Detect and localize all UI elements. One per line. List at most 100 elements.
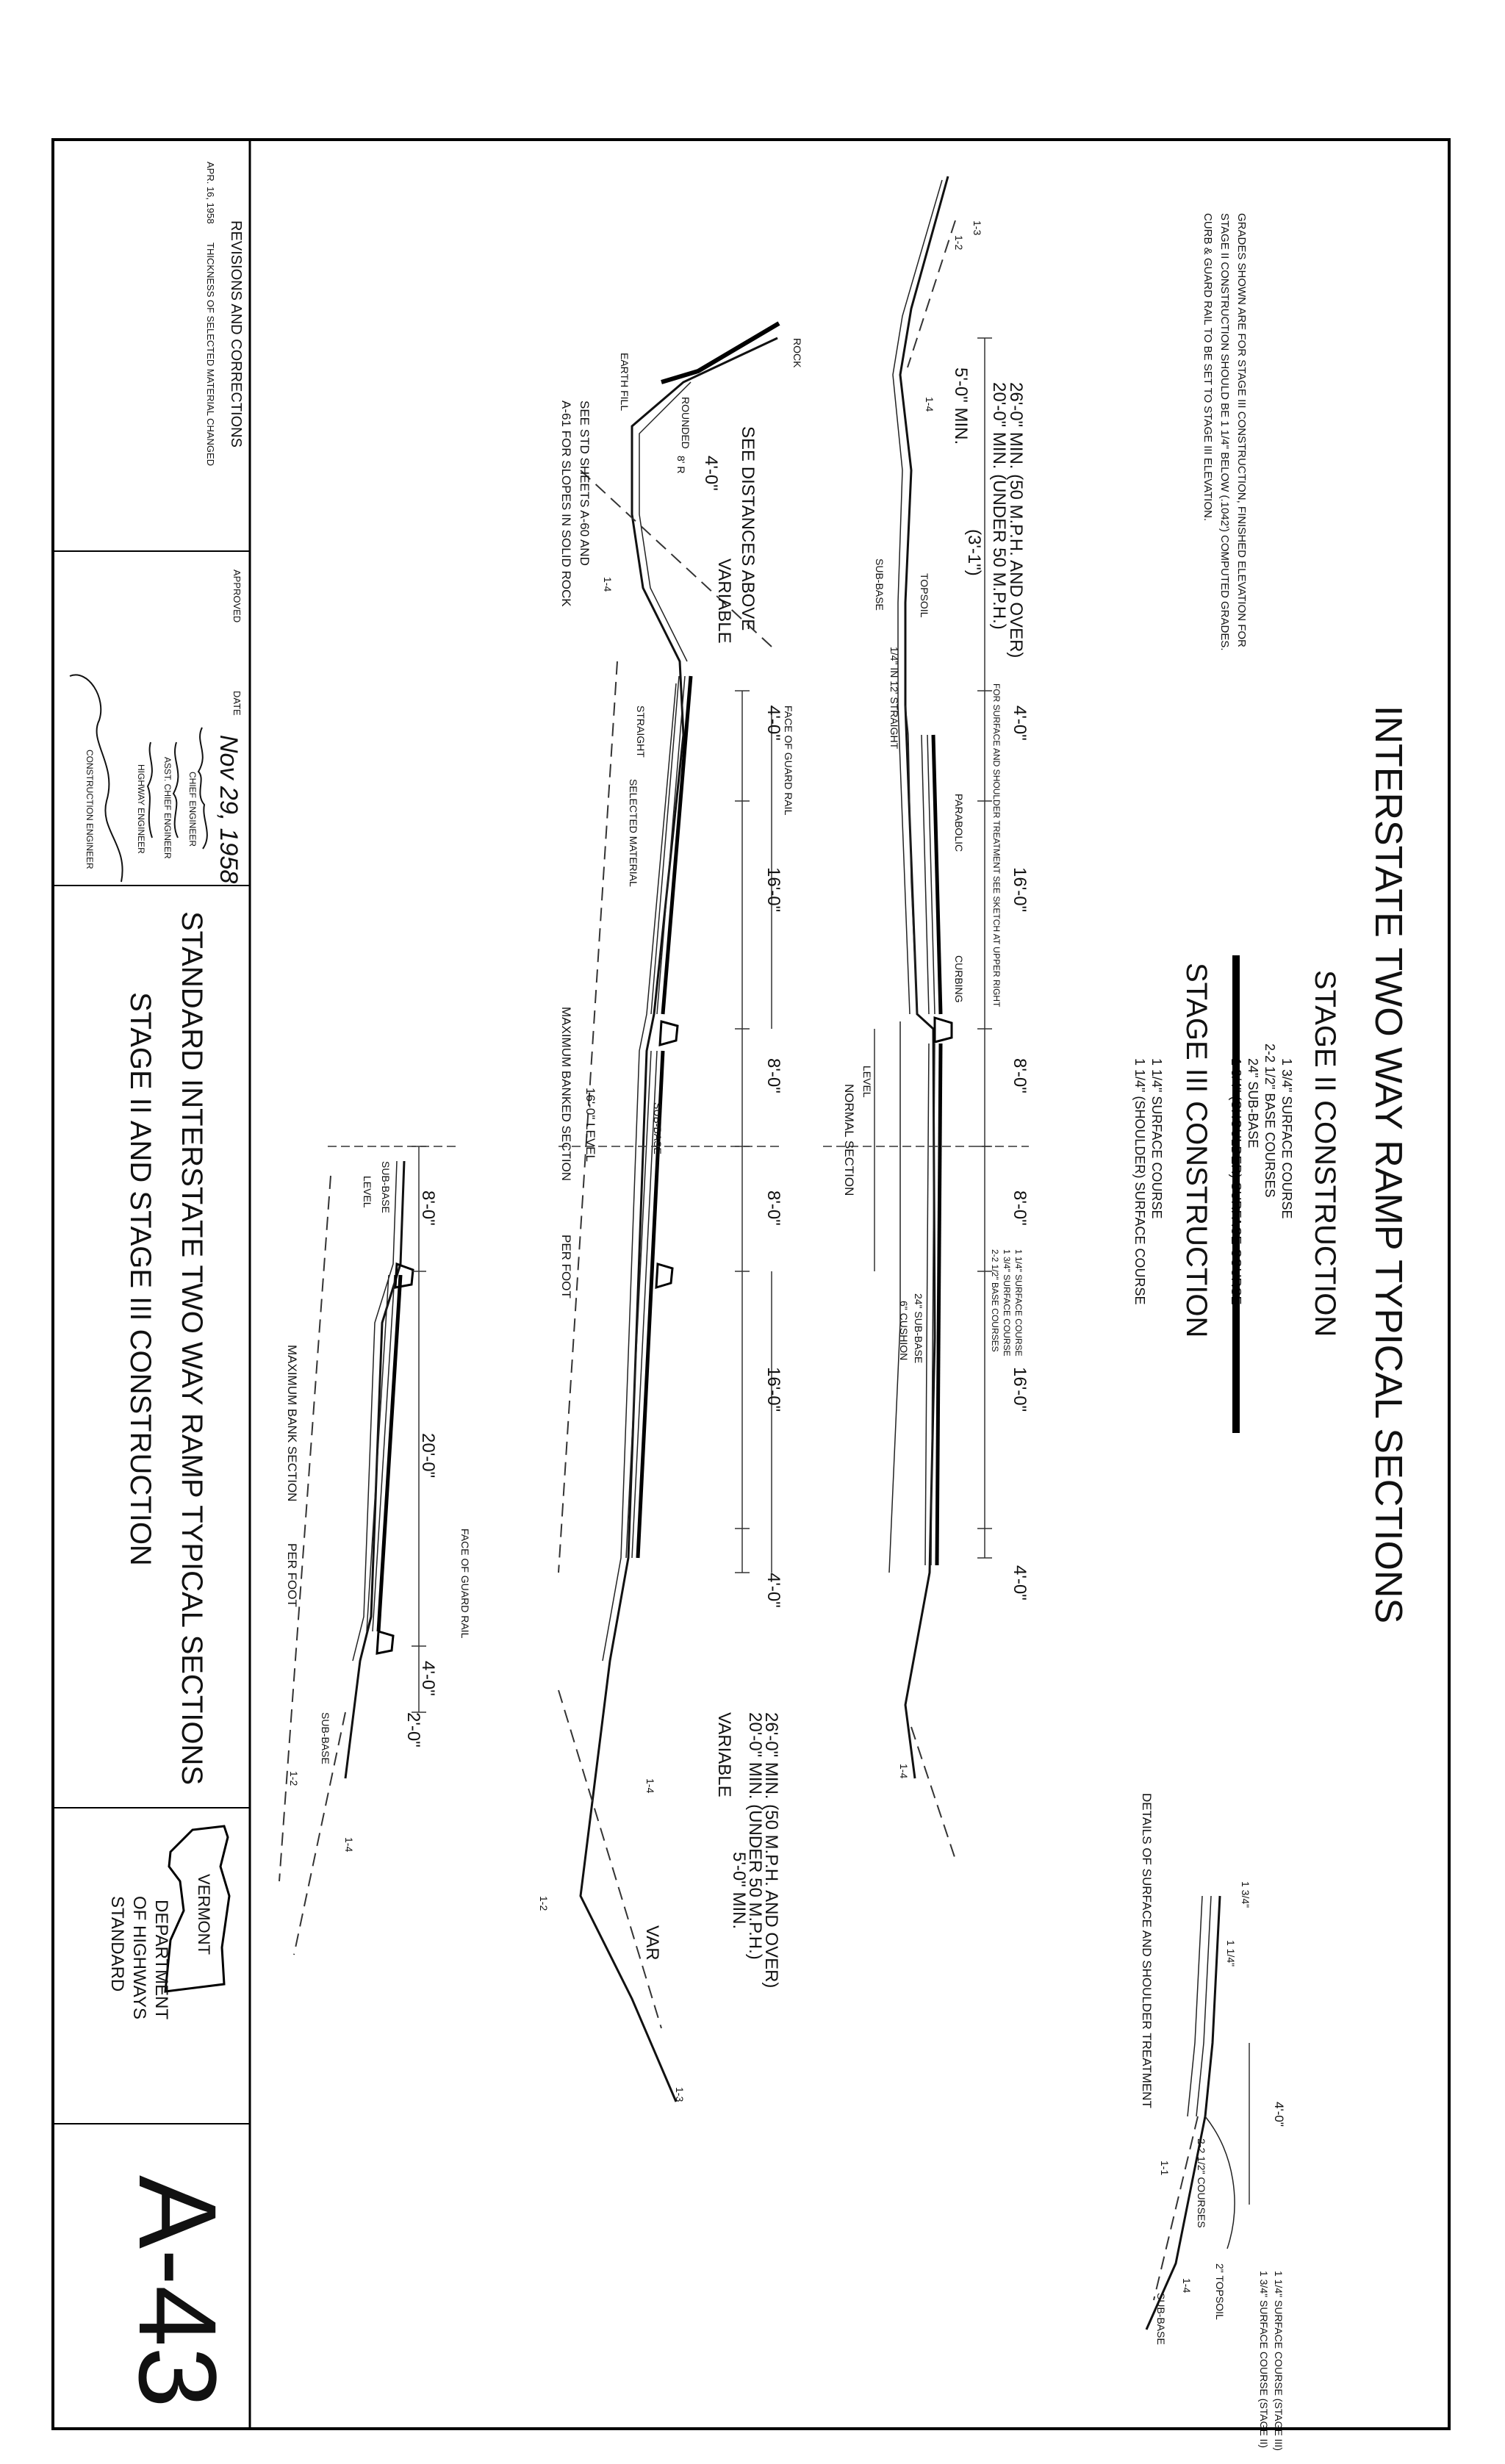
bank-note-level: LEVEL xyxy=(362,1176,373,1208)
bank-note-guard-rail: FACE OF GUARD RAIL xyxy=(459,1529,471,1639)
department-line-1: DEPARTMENT xyxy=(151,1900,171,2019)
banked-section-label: MAXIMUM BANKED SECTION xyxy=(559,1007,573,1181)
bank-slope-1-4: 1-4 xyxy=(343,1837,355,1852)
details-note-125: 1 1/4" xyxy=(1225,1940,1237,1966)
title-block: STANDARD INTERSTATE TWO WAY RAMP TYPICAL… xyxy=(124,911,208,1785)
normal-dim-4ft-right: 4'-0" xyxy=(1010,1565,1030,1601)
banked-face-guard-rail-left: FACE OF GUARD RAIL xyxy=(783,705,794,816)
normal-note-straight: 1/4" IN 12' STRAIGHT xyxy=(888,647,900,750)
details-drawing: DETAILS OF SURFACE AND SHOULDER TREATMEN… xyxy=(1140,1793,1286,2451)
bank-dim-20ft: 20'-0" xyxy=(418,1433,438,1478)
banked-note-rock: ROCK xyxy=(791,338,803,368)
normal-note-curbing: CURBING xyxy=(953,955,965,1003)
rock-hatch xyxy=(661,321,780,384)
normal-slope-1-2: 1-2 xyxy=(953,235,965,250)
normal-section-drawing: 26'-0" MIN. (50 M.P.H. AND OVER) 20'-0" … xyxy=(823,176,1030,1860)
approved-label: APPROVED xyxy=(231,570,243,622)
bank-dim-2ft: 2'-0" xyxy=(403,1712,423,1748)
details-note-courses: 2-2 1/2" COURSES xyxy=(1196,2138,1207,2228)
normal-note-level: LEVEL xyxy=(861,1066,873,1098)
department-line-3: STANDARD xyxy=(107,1896,127,1991)
banked-variable-left: VARIABLE xyxy=(714,558,734,644)
banked-note-earth-fill: EARTH FILL xyxy=(619,353,631,411)
details-note-4ft: 4'-0" xyxy=(1272,2102,1286,2127)
date-label: DATE xyxy=(231,691,243,716)
banked-slope-1-4-b: 1-4 xyxy=(602,577,614,592)
details-note-subbase: SUB-BASE xyxy=(1155,2293,1167,2345)
normal-slope-1-3: 1-3 xyxy=(971,220,983,235)
normal-note-surface-175: 1 3/4" SURFACE COURSE xyxy=(1002,1249,1012,1357)
banked-var: VAR xyxy=(642,1925,662,1961)
normal-dim-8ft-right: 8'-0" xyxy=(1010,1190,1030,1226)
bank-note-subbase-top: SUB-BASE xyxy=(380,1161,392,1213)
bank-note-subbase-right: SUB-BASE xyxy=(320,1712,331,1764)
banked-variable-right: VARIABLE xyxy=(714,1712,734,1797)
bank-dim-8ft: 8'-0" xyxy=(418,1190,438,1226)
approval-block: APPROVED DATE Nov 29, 1958 CHIEF ENGINEE… xyxy=(69,570,243,883)
approval-date: Nov 29, 1958 xyxy=(215,735,243,883)
rock-note-line-1: SEE STD SHEETS A-60 AND xyxy=(578,401,592,566)
stage-3-heading: STAGE III CONSTRUCTION xyxy=(1180,963,1213,1337)
stage-2-block: STAGE II CONSTRUCTION 1 3/4" SURFACE COU… xyxy=(1229,970,1341,1337)
banked-slope-1-2: 1-2 xyxy=(538,1896,550,1911)
department-block: VERMONT DEPARTMENT OF HIGHWAYS STANDARD xyxy=(107,1825,231,2019)
construction-engineer-title: CONSTRUCTION ENGINEER xyxy=(85,750,95,869)
asst-chief-engineer-title: ASST. CHIEF ENGINEER xyxy=(162,757,173,859)
sheet-number: A-43 xyxy=(116,2175,240,2408)
normal-slope-1-4-left: 1-4 xyxy=(924,397,935,412)
normal-dim-8ft-left: 8'-0" xyxy=(1010,1058,1030,1093)
revisions-block: REVISIONS AND CORRECTIONS APR. 16, 1958 … xyxy=(205,162,244,466)
banked-dim-4ft: 4'-0" xyxy=(764,705,783,741)
stage-3-block: STAGE III CONSTRUCTION 1 1/4" SURFACE CO… xyxy=(1132,955,1240,1433)
sheet-border xyxy=(51,138,1451,2430)
normal-section-label: NORMAL SECTION xyxy=(842,1084,856,1196)
banked-dim-5ft-min: 5'-0" MIN. xyxy=(729,1852,749,1929)
revision-text: THICKNESS OF SELECTED MATERIAL CHANGED xyxy=(205,243,216,466)
bank-dim-4ft: 4'-0" xyxy=(418,1661,438,1696)
banked-subbase: SUB-BASE xyxy=(652,1102,664,1154)
main-title: INTERSTATE TWO WAY RAMP TYPICAL SECTIONS xyxy=(1367,705,1409,1623)
banked-note-rounded: ROUNDED xyxy=(680,397,692,449)
chief-engineer-title: CHIEF ENGINEER xyxy=(187,772,198,847)
details-label: DETAILS OF SURFACE AND SHOULDER TREATMEN… xyxy=(1140,1793,1154,2108)
banked-level: 16'-0" LEVEL xyxy=(583,1088,597,1162)
revision-date: APR. 16, 1958 xyxy=(205,162,216,224)
bank-slope-1-2: 1-2 xyxy=(288,1771,300,1786)
normal-dim-5ft-min: 5'-0" MIN. xyxy=(951,367,971,445)
department-line-2: OF HIGHWAYS xyxy=(129,1896,149,2019)
normal-dim-3ft: (3'-1") xyxy=(964,529,984,576)
banked-dim-width-under-50: 20'-0" MIN. (UNDER 50 M.P.H.) xyxy=(745,1712,765,1960)
revisions-heading: REVISIONS AND CORRECTIONS xyxy=(228,220,244,448)
normal-slope-1-4-right: 1-4 xyxy=(898,1764,910,1778)
details-note-topsoil: 2" TOPSOIL xyxy=(1214,2263,1226,2320)
stage-2-course-1: 1 3/4" SURFACE COURSE xyxy=(1279,1058,1294,1218)
vermont-state-outline xyxy=(164,1825,231,1993)
details-note-stage-2: 1 3/4" SURFACE COURSE (STAGE II) xyxy=(1258,2271,1270,2448)
normal-note-24-subbase: 24" SUB-BASE xyxy=(913,1293,924,1363)
department-state: VERMONT xyxy=(195,1874,213,1955)
banked-dim-4ft-left: 4'-0" xyxy=(701,456,721,491)
banked-selected-material: SELECTED MATERIAL xyxy=(628,779,639,887)
grade-note: GRADES SHOWN ARE FOR STAGE III CONSTRUCT… xyxy=(1202,213,1248,651)
normal-note-topsoil: TOPSOIL xyxy=(919,573,930,618)
normal-note-cushion: 6" CUSHION xyxy=(898,1301,910,1360)
normal-note-subbase: SUB-BASE xyxy=(874,558,886,611)
stage-3-course-1: 1 1/4" SURFACE COURSE xyxy=(1149,1058,1164,1218)
bank-section-label: MAXIMUM BANK SECTION xyxy=(285,1345,299,1501)
grade-note-line-1: GRADES SHOWN ARE FOR STAGE III CONSTRUCT… xyxy=(1235,213,1248,647)
details-slope-1-4: 1-4 xyxy=(1181,2278,1193,2293)
normal-dim-4ft-left: 4'-0" xyxy=(1010,705,1030,741)
signatures xyxy=(69,674,208,883)
banked-slope-1-4: 1-4 xyxy=(644,1778,656,1793)
normal-note-parabolic: PARABOLIC xyxy=(953,794,965,852)
normal-dim-width-under-50: 20'-0" MIN. (UNDER 50 M.P.H.) xyxy=(989,382,1009,630)
bank-per-foot: PER FOOT xyxy=(285,1543,299,1607)
banked-dim-4ft-right: 4'-0" xyxy=(764,1573,783,1608)
banked-dim-8ft-right: 8'-0" xyxy=(764,1190,783,1226)
banked-dim-width-50: 26'-0" MIN. (50 M.P.H. AND OVER) xyxy=(761,1712,781,1988)
banked-slope-1-3: 1-3 xyxy=(674,2087,686,2102)
banked-8ft-radius: 8' R xyxy=(675,456,687,473)
banked-see-distances: SEE DISTANCES ABOVE xyxy=(738,426,758,631)
banked-section-drawing: ROCK EARTH FILL ROUNDED SEE DISTANCES AB… xyxy=(538,321,803,2102)
normal-note-surface-125: 1 1/4" SURFACE COURSE xyxy=(1013,1249,1024,1357)
